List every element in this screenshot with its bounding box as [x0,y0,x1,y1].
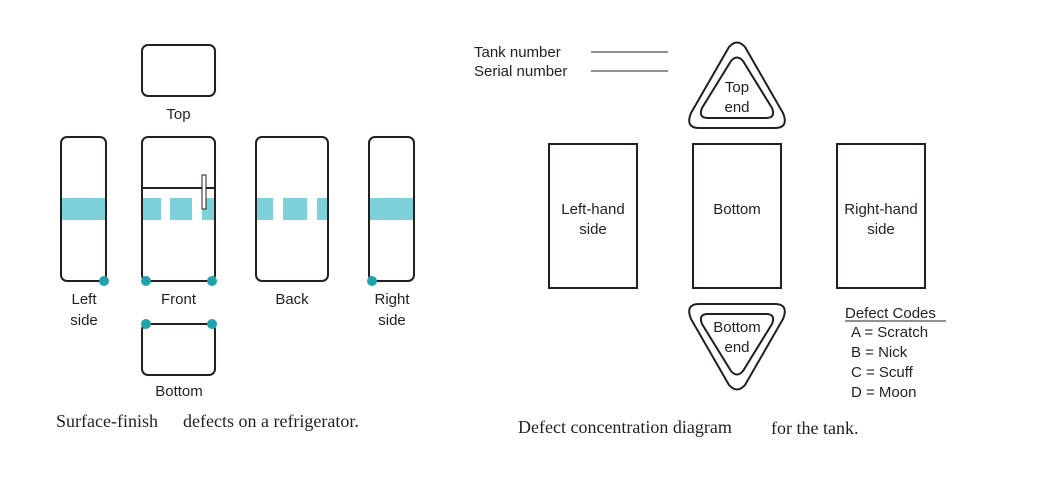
tank-top-end-label-line2: end [724,99,749,116]
serial-number-label: Serial number [474,63,567,80]
tank-right-hand-label-line2: side [867,221,895,238]
tank-right-hand-label-line1: Right-hand [844,201,917,218]
tank-bottom-end-label-line1: Bottom [713,319,761,336]
fridge-back-defect-band-1 [257,198,273,220]
refrigerator-diagram: Top Left side Front Back Right side B [56,44,415,431]
fridge-right-label-line2: side [378,312,406,329]
fridge-top-label: Top [166,106,190,123]
fridge-right-defect-band [370,198,413,220]
fridge-front-defect-dot-left [141,276,151,286]
tank-bottom-end-label-line2: end [724,339,749,356]
fridge-back-label: Back [275,291,309,308]
fridge-left-label-line1: Left [71,291,97,308]
fridge-top-panel [141,44,216,97]
tank-caption-part1: Defect concentration diagram [518,417,732,437]
tank-number-label: Tank number [474,44,561,61]
tank-bottom-label: Bottom [713,201,761,218]
tank-left-hand-label-line1: Left-hand [561,201,624,218]
fridge-front-defect-band-2 [170,198,192,220]
fridge-caption-part1: Surface-finish [56,411,158,431]
fridge-back-defect-band-3 [317,198,327,220]
defect-code-c: C = Scuff [851,364,914,381]
fridge-bottom-panel [141,323,216,376]
defect-code-d: D = Moon [851,384,916,401]
fridge-bottom-label: Bottom [155,383,203,400]
tank-top-end-label-line1: Top [725,79,749,96]
tank-caption-part2: for the tank. [771,418,858,438]
defect-codes-title: Defect Codes [845,305,936,322]
tank-diagram: Tank number Serial number Top end Left-h… [474,41,946,438]
tank-bottom-end-inner [699,313,775,376]
fridge-front-defect-dot-right [207,276,217,286]
fridge-right-defect-dot [367,276,377,286]
fridge-back-defect-band-2 [283,198,307,220]
tank-bottom-panel [692,143,782,289]
fridge-caption-part2: defects on a refrigerator. [183,411,359,431]
fridge-front-defect-band-1 [143,198,161,220]
fridge-bottom-defect-dot-right [207,319,217,329]
fridge-left-defect-band [62,198,105,220]
fridge-front-handle [201,174,207,210]
tank-left-hand-panel [548,143,638,289]
tank-top-end-inner [699,56,775,119]
fridge-bottom-defect-dot-left [141,319,151,329]
fridge-front-label: Front [161,291,197,308]
fridge-left-defect-dot [99,276,109,286]
fridge-left-label-line2: side [70,312,98,329]
tank-left-hand-label-line2: side [579,221,607,238]
fridge-right-label-line1: Right [374,291,410,308]
tank-right-hand-panel [836,143,926,289]
defect-code-a: A = Scratch [851,324,928,341]
defect-code-b: B = Nick [851,344,908,361]
